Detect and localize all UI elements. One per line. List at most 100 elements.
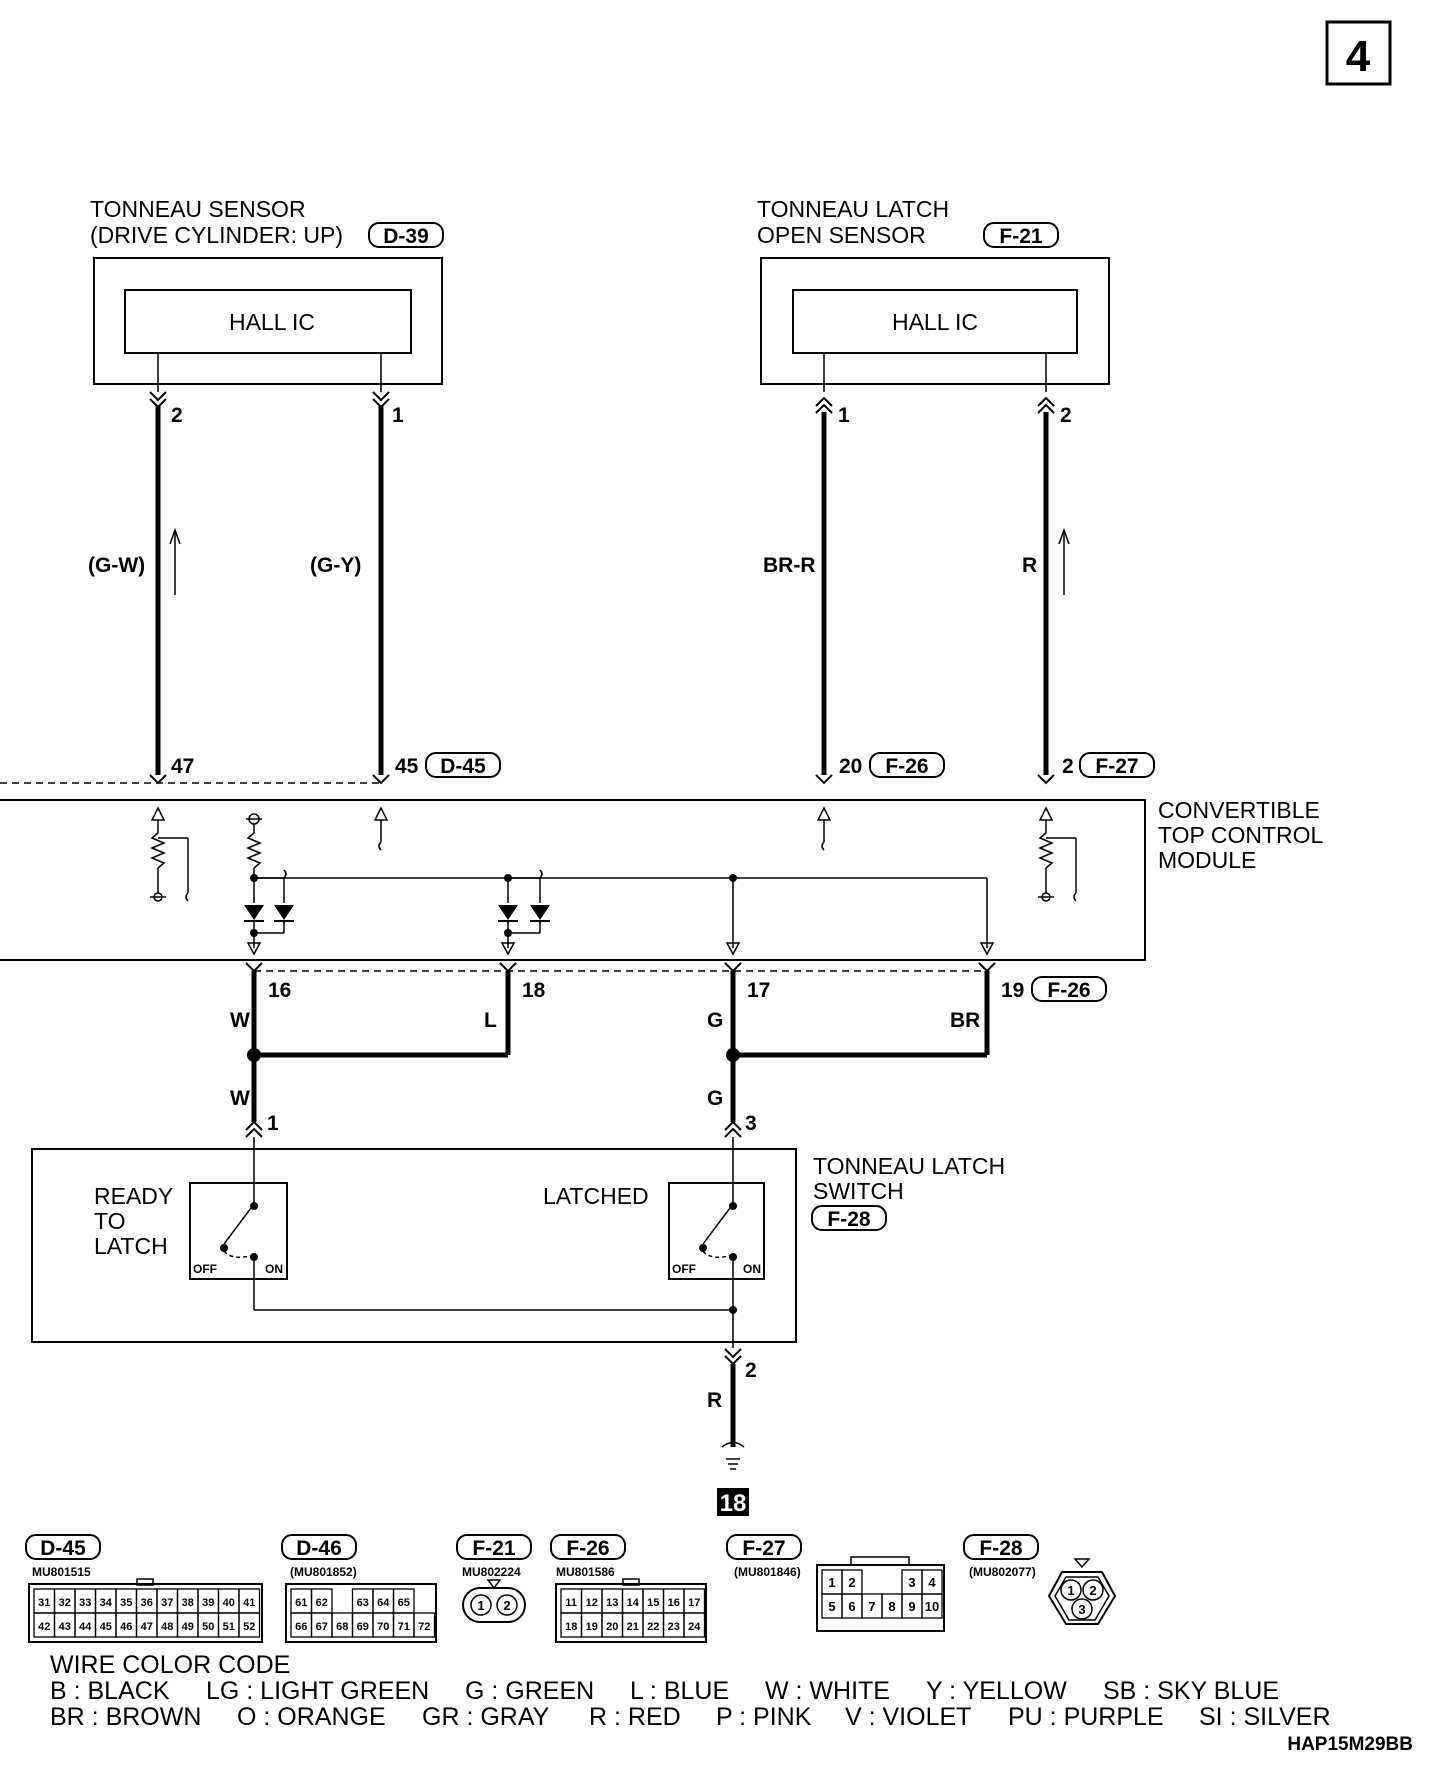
connector-d39-label: D-39 (383, 225, 429, 248)
connector-tag-d39 (368, 222, 444, 248)
tonneau-sensor-subtitle: (DRIVE CYLINDER: UP) (90, 222, 343, 248)
pin-number: 36 (141, 1597, 153, 1609)
pin-number: 2 (1089, 1583, 1096, 1598)
pin-number: 23 (668, 1621, 680, 1633)
diode-pair-middle (498, 905, 550, 948)
connector-name: D-45 (40, 1537, 86, 1560)
pin-number: 7 (868, 1599, 875, 1614)
pin-number: 44 (79, 1621, 92, 1633)
pin-label: 1 (838, 404, 850, 427)
switch-latched (668, 1182, 765, 1280)
hall-ic-1 (124, 289, 412, 354)
pin-number: 2 (503, 1598, 510, 1613)
pin-number: 24 (688, 1621, 701, 1633)
pin-number: 37 (161, 1597, 173, 1609)
convertible-top-control-module: CONVERTIBLE TOP CONTROL MODULE (0, 797, 1323, 961)
pin-number: 1 (828, 1575, 835, 1590)
pin-label: 1 (267, 1112, 279, 1135)
pin-label: 19 (1001, 979, 1024, 1002)
pin-number: 3 (1078, 1602, 1085, 1617)
pin-number: 64 (377, 1597, 390, 1609)
pin-number: 52 (243, 1621, 255, 1633)
switch-on-label: ON (743, 1262, 761, 1276)
pin-number: 18 (565, 1621, 577, 1633)
pin-label: 18 (522, 979, 546, 1002)
hall-ic-2-label: HALL IC (892, 309, 978, 335)
latch-open-sensor-title: TONNEAU LATCH (757, 196, 949, 222)
connector-part-number: MU801586 (556, 1565, 615, 1579)
latch-open-sensor-subtitle: OPEN SENSOR (757, 222, 926, 248)
switch-ready-label-2: TO (94, 1208, 126, 1234)
pin-number: 14 (627, 1597, 640, 1609)
color-code-entry: L : BLUE (630, 1677, 729, 1705)
tonneau-sensor: TONNEAU SENSOR (DRIVE CYLINDER: UP) D-39… (90, 196, 444, 427)
pin-number: 49 (182, 1621, 194, 1633)
color-code-entry: SB : SKY BLUE (1103, 1677, 1279, 1705)
wire-color-code-legend: WIRE COLOR CODE B : BLACK LG : LIGHT GRE… (50, 1651, 1331, 1731)
pin-number: 3 (908, 1575, 915, 1590)
pin-number: 32 (59, 1597, 71, 1609)
pin-cell (683, 1612, 706, 1638)
pin-label: 45 (395, 755, 419, 778)
wire-color-code-title: WIRE COLOR CODE (50, 1651, 290, 1679)
color-code-entry: V : VIOLET (845, 1703, 971, 1731)
pin-number: 72 (418, 1621, 430, 1633)
wire-color-label: (G-W) (88, 554, 145, 577)
pin-number: 70 (377, 1621, 389, 1633)
connector-part-number: (MU801852) (290, 1565, 357, 1579)
pin-label: 2 (171, 404, 183, 427)
pin-number: 33 (79, 1597, 91, 1609)
pin-number: 10 (925, 1599, 939, 1614)
pin-number: 47 (141, 1621, 153, 1633)
connector-f21: F-21 MU802224 1 2 (456, 1534, 532, 1623)
pin-label: 47 (171, 755, 194, 778)
connector-name: F-27 (742, 1537, 785, 1560)
color-code-entry: R : RED (589, 1703, 681, 1731)
pin-number: 38 (182, 1597, 194, 1609)
pin-cell (413, 1612, 436, 1638)
switch-on-label: ON (265, 1262, 283, 1276)
connector-f28-tag: F-28 (827, 1208, 871, 1231)
module-title-line2: TOP CONTROL (1158, 822, 1323, 848)
pin-number: 66 (295, 1621, 307, 1633)
switch-ready-label-3: LATCH (94, 1233, 168, 1259)
wire-color-label: G (707, 1087, 723, 1110)
pin-label: 2 (745, 1359, 757, 1382)
tonneau-sensor-title: TONNEAU SENSOR (90, 196, 306, 222)
pin-number: 63 (357, 1597, 369, 1609)
pin-number: 1 (477, 1598, 484, 1613)
connector-f26-tag: F-26 (1047, 979, 1090, 1002)
pin-number: 43 (59, 1621, 71, 1633)
color-code-entry: G : GREEN (465, 1677, 594, 1705)
hall-ic-2 (792, 289, 1078, 354)
pin-number: 34 (100, 1597, 113, 1609)
pin-number: 31 (38, 1597, 50, 1609)
connector-part-number: (MU802077) (969, 1565, 1036, 1579)
wire-color-label: G (707, 1009, 723, 1032)
color-code-entry: B : BLACK (50, 1677, 170, 1705)
connector-name: D-46 (296, 1537, 342, 1560)
wire-color-label: BR (950, 1009, 980, 1032)
tonneau-latch-switch: TONNEAU LATCH SWITCH F-28 READY TO LATCH… (31, 1137, 1005, 1348)
pin-number: 50 (202, 1621, 214, 1633)
pin-label: 16 (268, 979, 291, 1002)
pin-number: 5 (828, 1599, 835, 1614)
connector-f26-tag: F-26 (885, 755, 928, 778)
connector-f27-tag: F-27 (1095, 755, 1138, 778)
color-code-entry: O : ORANGE (237, 1703, 386, 1731)
color-code-entry: BR : BROWN (50, 1703, 201, 1731)
latch-open-sensor: TONNEAU LATCH OPEN SENSOR F-21 HALL IC 1… (757, 196, 1110, 427)
pin-number: 19 (586, 1621, 598, 1633)
pin-number: 67 (316, 1621, 328, 1633)
connector-d45-tag: D-45 (440, 755, 486, 778)
pin-label: 3 (745, 1112, 757, 1135)
page-number-box: 4 (1325, 20, 1392, 86)
pin-number: 9 (908, 1599, 915, 1614)
pin-number: 13 (606, 1597, 618, 1609)
